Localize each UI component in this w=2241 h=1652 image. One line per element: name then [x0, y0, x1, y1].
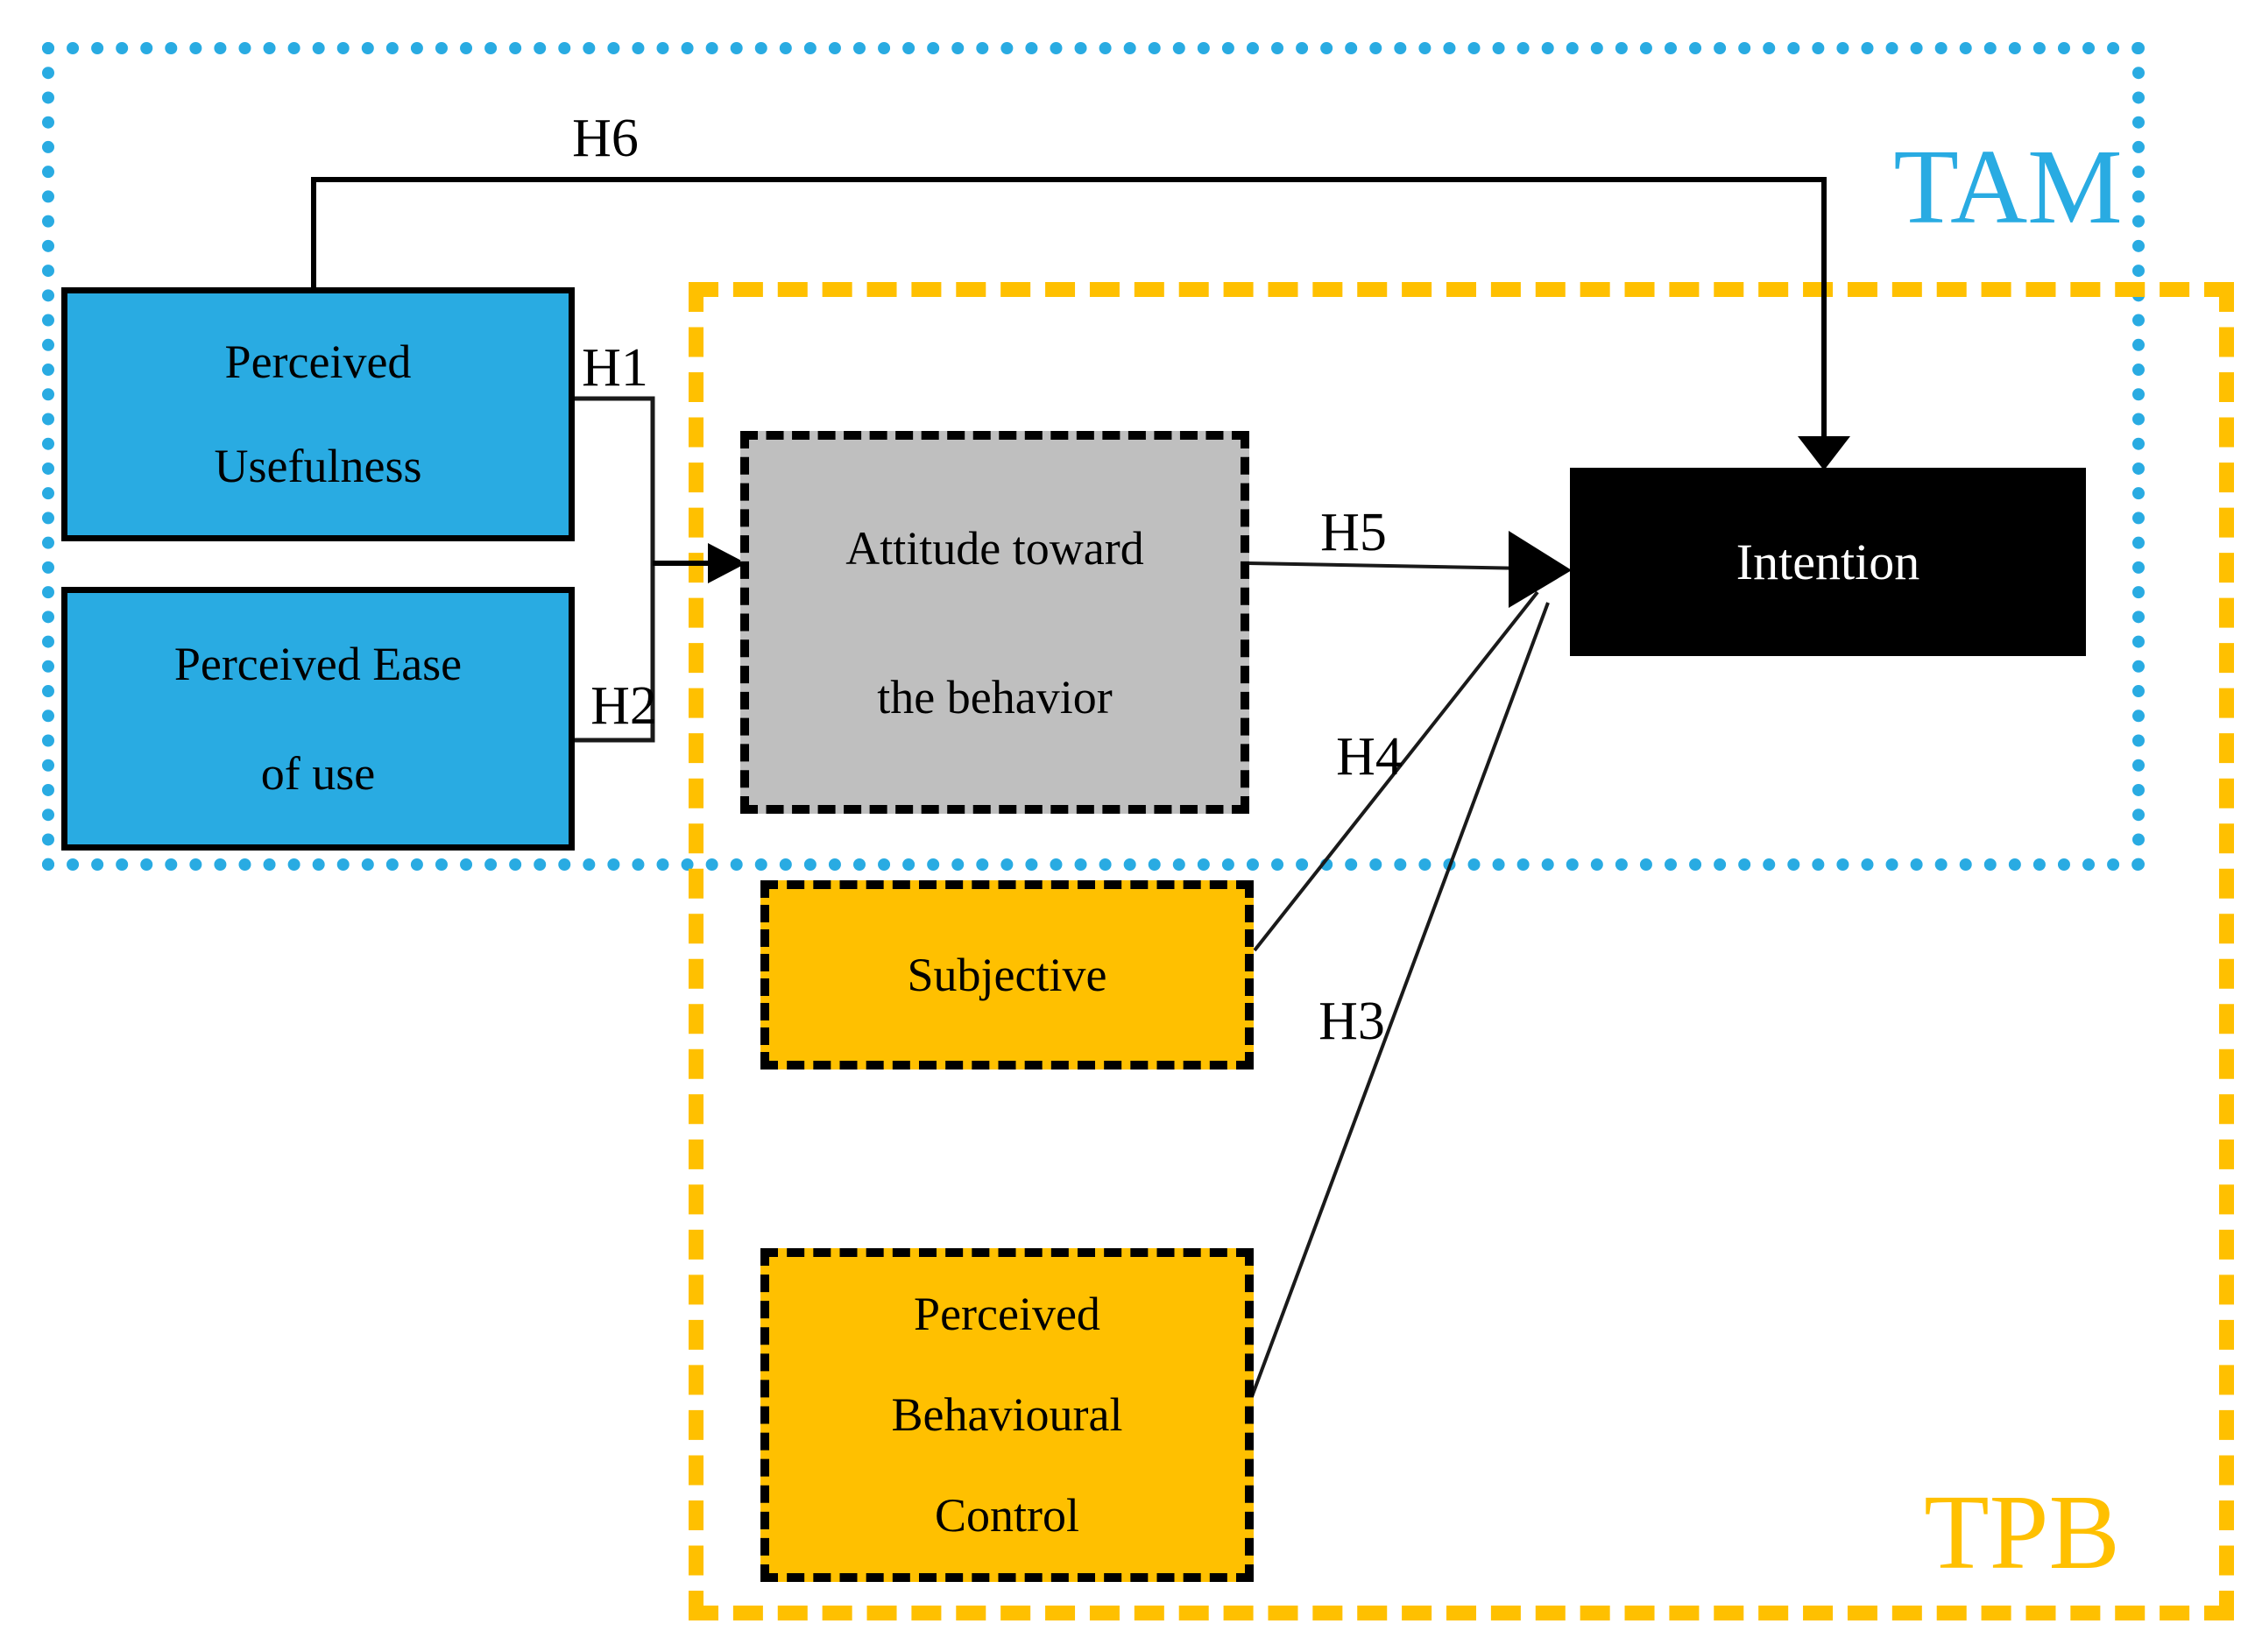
edge-h6-line — [311, 177, 1827, 442]
node-perceived-behavioural-control-label: Perceived Behavioural Control — [891, 1288, 1123, 1542]
edge-h1h2-arrowhead-icon — [708, 543, 746, 583]
edge-h1-line — [574, 396, 655, 743]
label-h2: H2 — [590, 676, 657, 736]
region-tam-label: TAM — [1893, 128, 2123, 246]
node-attitude-toward-behavior-label: Attitude toward the behavior — [845, 521, 1144, 724]
node-perceived-usefulness: Perceived Usefulness — [61, 287, 575, 541]
region-tam-frame — [42, 42, 2145, 871]
node-perceived-ease-of-use-label: Perceived Ease of use — [173, 637, 463, 800]
node-perceived-ease-of-use: Perceived Ease of use — [61, 587, 575, 851]
node-perceived-behavioural-control: Perceived Behavioural Control — [760, 1248, 1254, 1582]
node-intention: Intention — [1570, 468, 2086, 656]
label-h3: H3 — [1318, 992, 1385, 1051]
region-tpb-label: TPB — [1924, 1473, 2120, 1592]
label-h6: H6 — [572, 109, 639, 168]
edge-h3-line — [1249, 602, 1550, 1400]
node-subjective: Subjective — [760, 880, 1254, 1070]
node-perceived-usefulness-label: Perceived Usefulness — [214, 335, 422, 492]
edge-h5-line — [1248, 561, 1530, 570]
edge-h4-line — [1253, 590, 1539, 952]
label-h4: H4 — [1336, 727, 1403, 787]
node-intention-label: Intention — [1736, 533, 1920, 590]
edge-intention-arrowhead-icon — [1509, 531, 1572, 608]
node-attitude-toward-behavior: Attitude toward the behavior — [740, 431, 1249, 814]
region-tpb-frame — [689, 282, 2234, 1620]
label-h1: H1 — [582, 338, 648, 398]
label-h5: H5 — [1320, 503, 1387, 562]
edge-h6-arrowhead-icon — [1798, 436, 1850, 470]
node-subjective-label: Subjective — [907, 949, 1107, 1001]
